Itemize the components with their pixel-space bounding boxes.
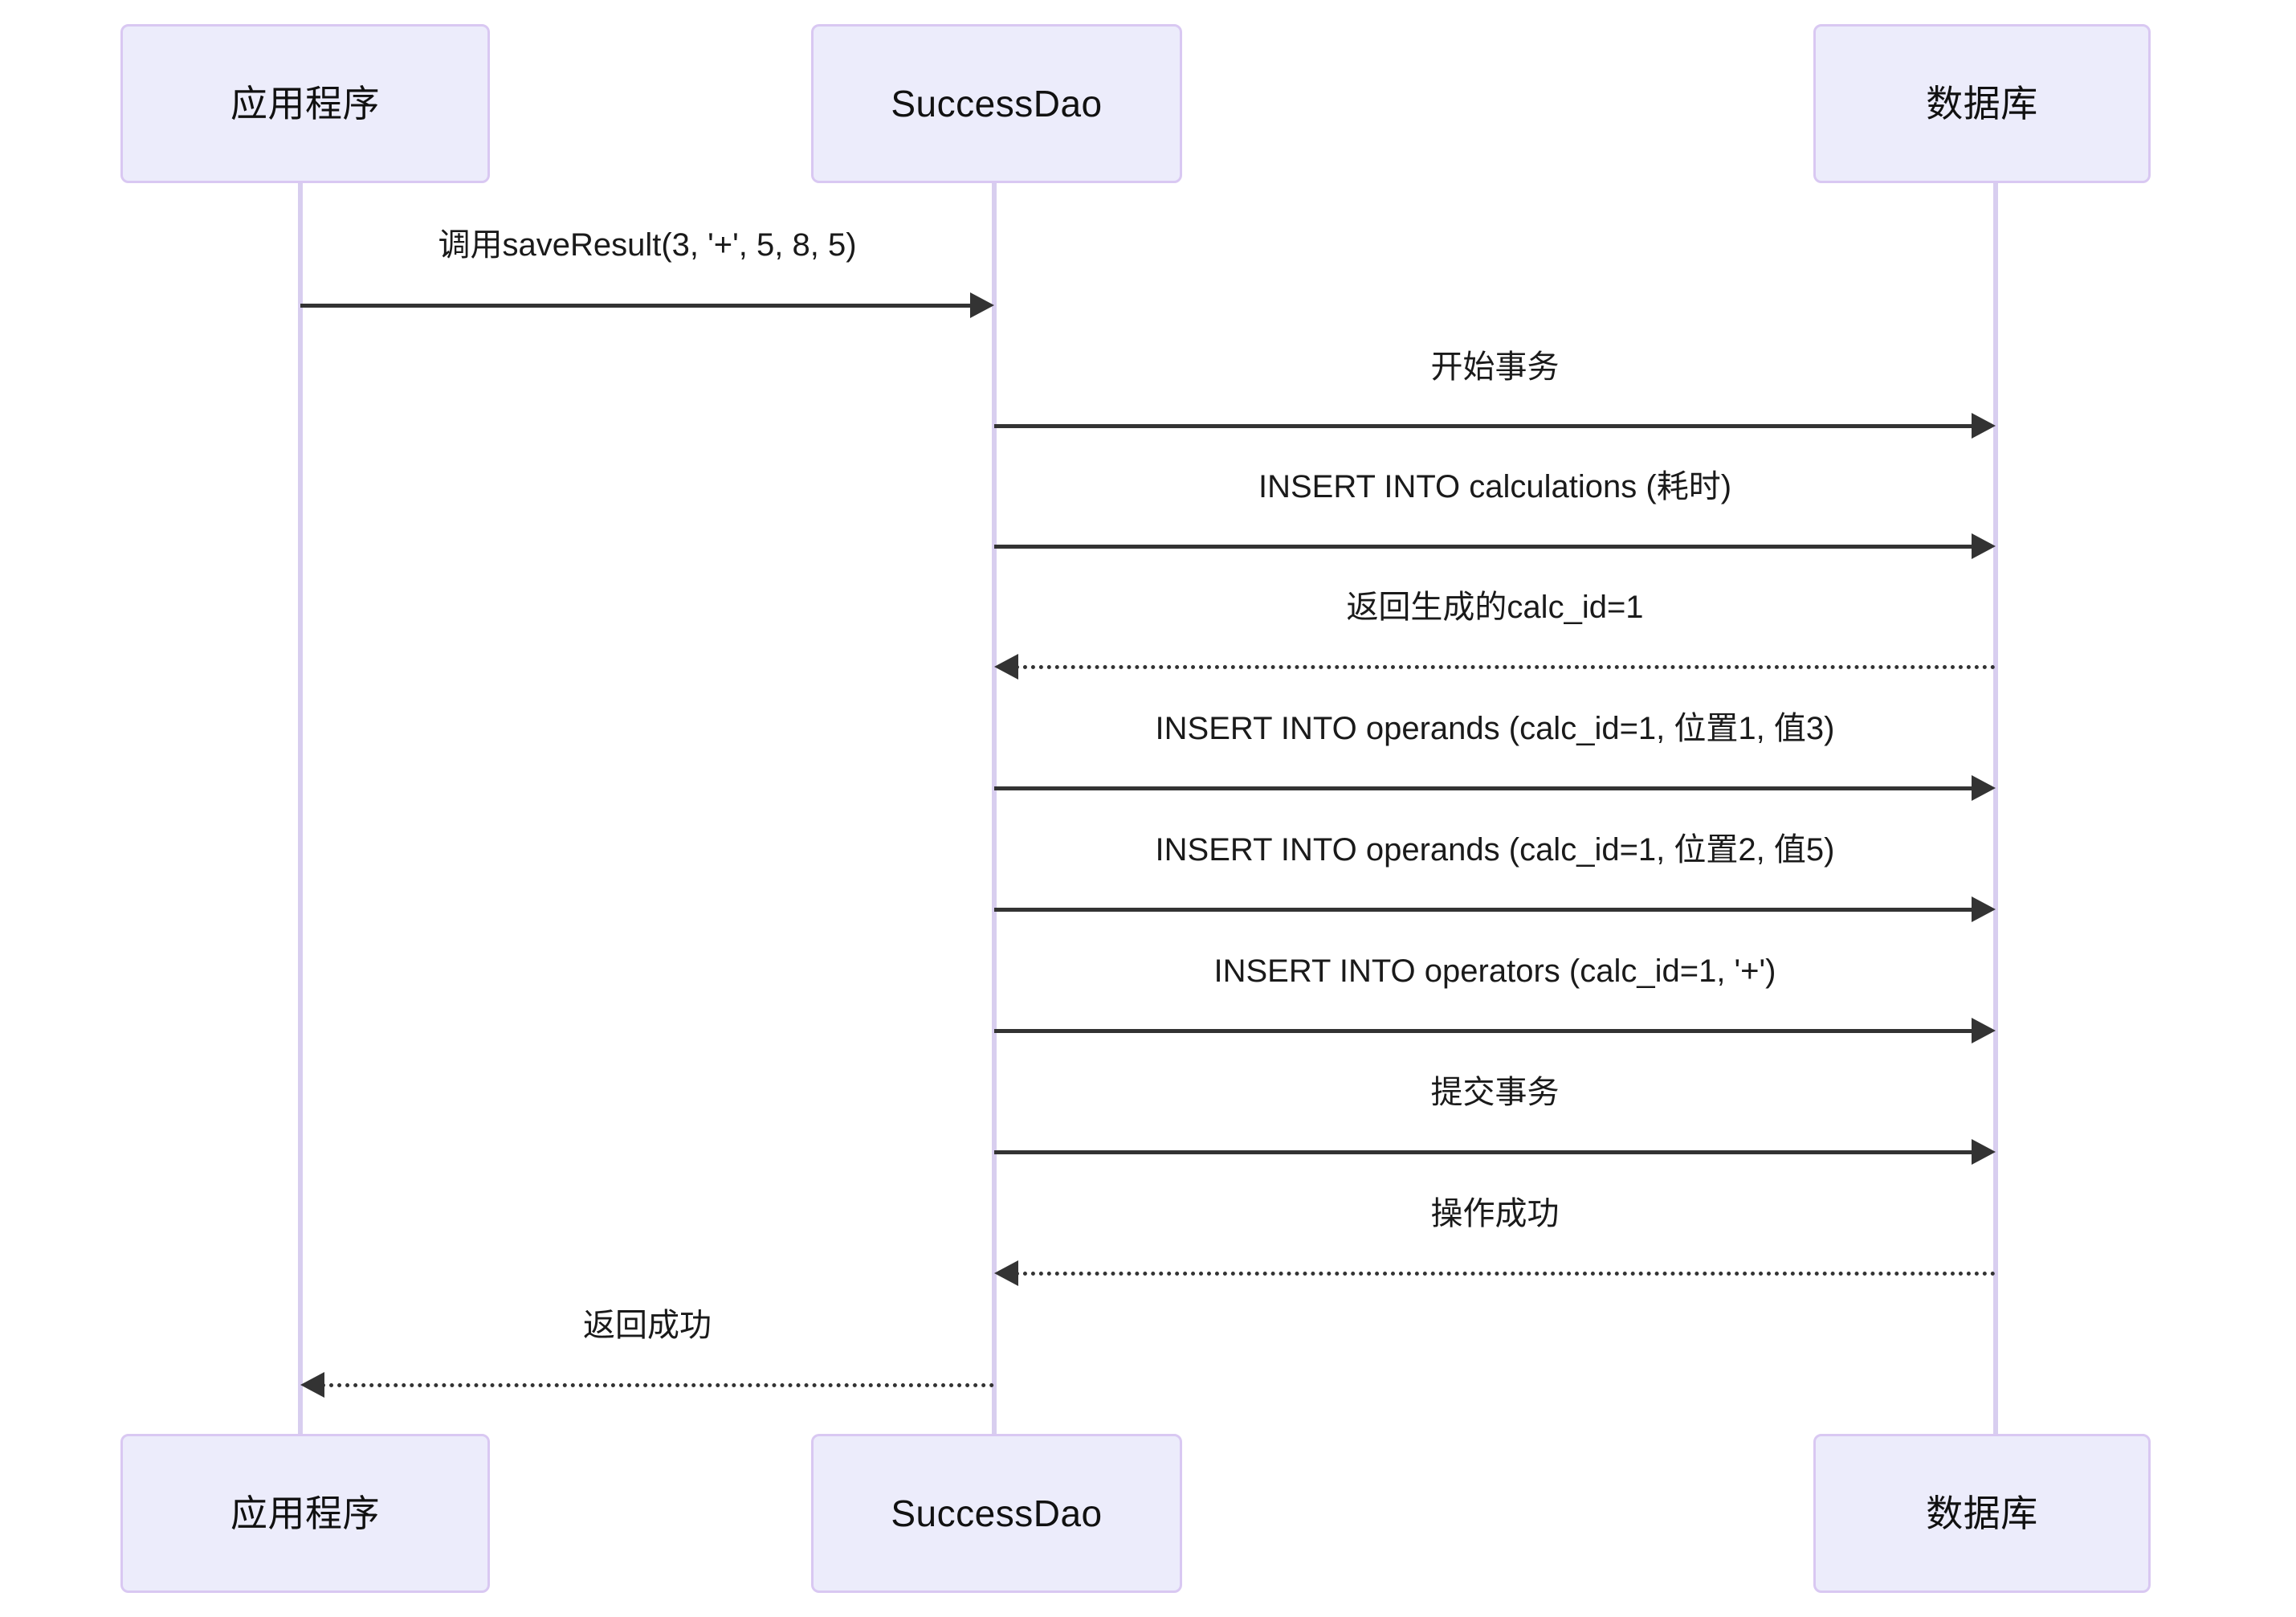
arrowhead-right-icon xyxy=(1972,1139,1996,1165)
actor-label-dao: SuccessDao xyxy=(891,83,1103,125)
message-line-4 xyxy=(1015,665,1996,669)
message-line-3 xyxy=(994,545,1975,549)
actor-label-app: 应用程序 xyxy=(230,1492,380,1534)
message-line-2 xyxy=(994,424,1975,428)
arrowhead-right-icon xyxy=(1972,533,1996,559)
actor-label-dao: SuccessDao xyxy=(891,1492,1103,1534)
arrowhead-right-icon xyxy=(970,292,994,318)
message-line-7 xyxy=(994,1029,1975,1033)
message-line-9 xyxy=(1015,1272,1996,1276)
message-label-6: INSERT INTO operands (calc_id=1, 位置2, 值5… xyxy=(1155,832,1835,868)
arrowhead-right-icon xyxy=(1972,1018,1996,1043)
message-label-10: 返回成功 xyxy=(583,1308,712,1343)
message-line-6 xyxy=(994,908,1975,912)
actor-box-db-top[interactable]: 数据库 xyxy=(1813,24,2151,183)
arrowhead-right-icon xyxy=(1972,775,1996,801)
lifeline-db xyxy=(1993,183,1998,1434)
arrowhead-left-icon xyxy=(994,654,1018,680)
actor-label-app: 应用程序 xyxy=(230,83,380,125)
lifeline-dao xyxy=(992,183,997,1434)
actor-box-dao-bottom[interactable]: SuccessDao xyxy=(811,1434,1182,1593)
actor-box-app-bottom[interactable]: 应用程序 xyxy=(120,1434,490,1593)
message-label-7: INSERT INTO operators (calc_id=1, '+') xyxy=(1213,953,1776,989)
arrowhead-right-icon xyxy=(1972,896,1996,922)
message-line-5 xyxy=(994,786,1975,790)
message-label-2: 开始事务 xyxy=(1430,349,1560,385)
message-label-5: INSERT INTO operands (calc_id=1, 位置1, 值3… xyxy=(1155,711,1835,746)
lifeline-app xyxy=(298,183,303,1434)
arrowhead-right-icon xyxy=(1972,413,1996,439)
actor-box-app-top[interactable]: 应用程序 xyxy=(120,24,490,183)
message-label-4: 返回生成的calc_id=1 xyxy=(1346,590,1644,625)
arrowhead-left-icon xyxy=(300,1372,324,1398)
actor-box-dao-top[interactable]: SuccessDao xyxy=(811,24,1182,183)
actor-label-db: 数据库 xyxy=(1926,83,2038,125)
arrowhead-left-icon xyxy=(994,1260,1018,1286)
message-line-10 xyxy=(321,1383,994,1387)
message-label-8: 提交事务 xyxy=(1430,1075,1560,1110)
actor-label-db: 数据库 xyxy=(1926,1492,2038,1534)
message-label-9: 操作成功 xyxy=(1430,1196,1560,1231)
message-label-1: 调用saveResult(3, '+', 5, 8, 5) xyxy=(438,227,857,263)
actor-box-db-bottom[interactable]: 数据库 xyxy=(1813,1434,2151,1593)
message-line-1 xyxy=(300,304,973,308)
message-label-3: INSERT INTO calculations (耗时) xyxy=(1258,469,1732,504)
message-line-8 xyxy=(994,1150,1975,1154)
